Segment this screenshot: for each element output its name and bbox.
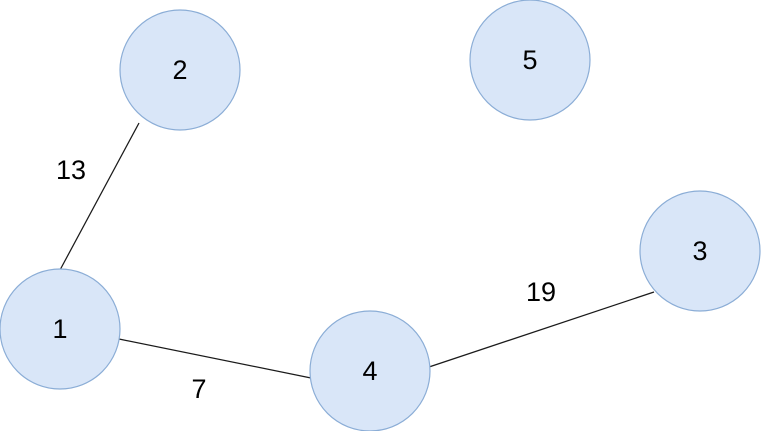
node-circle-4[interactable]: [309, 310, 431, 431]
graph-node-1[interactable]: 1: [0, 268, 121, 390]
node-circle-3[interactable]: [639, 190, 761, 312]
node-label-3: 3: [692, 236, 707, 266]
node-label-5: 5: [522, 45, 537, 75]
node-circle-1[interactable]: [0, 268, 121, 390]
edge-1-2[interactable]: [59, 122, 140, 271]
edge-weight-1-2: 13: [56, 155, 86, 185]
graph-node-5[interactable]: 5: [469, 0, 591, 121]
edge-4-3[interactable]: [428, 291, 655, 368]
graph-node-4[interactable]: 4: [309, 310, 431, 431]
graph-node-3[interactable]: 3: [639, 190, 761, 312]
edge-label-layer: 13 7 19: [56, 155, 556, 404]
edge-layer: [59, 122, 655, 379]
node-label-2: 2: [172, 55, 187, 85]
node-label-4: 4: [362, 356, 377, 386]
node-circle-2[interactable]: [119, 9, 241, 131]
edge-weight-4-3: 19: [526, 277, 556, 307]
node-label-1: 1: [52, 314, 67, 344]
graph-node-2[interactable]: 2: [119, 9, 241, 131]
edge-weight-1-4: 7: [191, 374, 206, 404]
edge-1-4[interactable]: [118, 338, 312, 379]
node-circle-5[interactable]: [469, 0, 591, 121]
